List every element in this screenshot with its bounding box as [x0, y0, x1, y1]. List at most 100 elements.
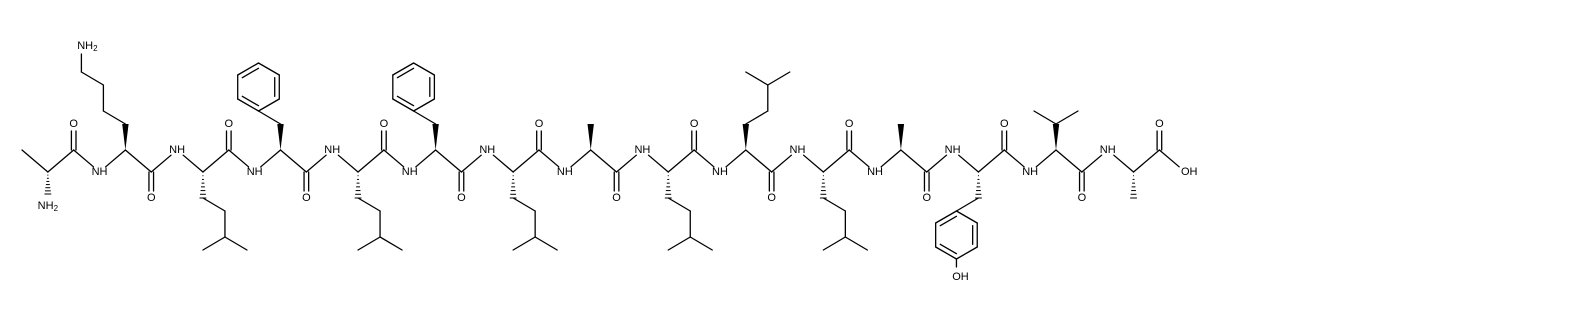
sidechain-leu — [202, 236, 226, 251]
carbonyl-o-label: O — [535, 118, 544, 130]
amide-nh-label: NH — [169, 144, 185, 156]
wedge-bond — [432, 124, 439, 150]
backbone-bond — [73, 149, 95, 168]
carbonyl-o-label: O — [612, 192, 621, 204]
carbonyl-o-label: O — [380, 118, 389, 130]
sidechain-val — [1055, 110, 1079, 125]
backbone — [21, 53, 1180, 268]
benzene-ring — [237, 62, 260, 76]
backbone-bond — [434, 149, 463, 173]
backbone-bond — [647, 154, 669, 173]
backbone-bond — [357, 149, 385, 173]
wedge-bond — [122, 124, 129, 150]
backbone-bond — [1003, 149, 1025, 168]
sidechain-leu — [844, 236, 868, 251]
carbonyl-o-label: O — [147, 192, 156, 204]
backbone-bond — [124, 149, 152, 173]
sidechain-leu — [512, 197, 536, 212]
sidechain-leu — [767, 71, 791, 86]
sidechain-leu — [512, 236, 536, 251]
sidechain-leu — [745, 110, 769, 125]
backbone-bond — [900, 149, 928, 173]
sidechain-phe — [257, 110, 282, 125]
acid-oh-label: OH — [1181, 166, 1198, 178]
benzene-ring — [392, 62, 415, 76]
n-terminal-nh2-label: NH2 — [38, 200, 59, 213]
amide-nh-label: NH — [945, 144, 961, 156]
benzene-ring — [396, 67, 415, 79]
sidechain-leu — [357, 197, 381, 212]
amide-nh-label: NH — [1022, 166, 1038, 178]
benzene-ring — [241, 67, 260, 79]
backbone-bond — [492, 154, 514, 173]
sidechain-leu — [822, 236, 846, 251]
backbone-bond — [104, 149, 127, 168]
backbone-bond — [590, 149, 618, 173]
wedge-bond — [742, 124, 749, 150]
backbone-bond — [460, 154, 482, 173]
carbonyl-o-label: O — [457, 192, 466, 204]
amide-nh-label: NH — [634, 144, 650, 156]
benzene-ring — [955, 246, 978, 260]
wedge-bond — [587, 124, 594, 150]
benzene-ring — [241, 95, 260, 107]
sidechain-leu — [689, 236, 713, 251]
hash-bond — [44, 174, 52, 195]
benzene-ring — [257, 98, 280, 112]
backbone-bond — [305, 154, 327, 173]
sidechain-leu — [379, 236, 403, 251]
sidechain-tyr — [955, 197, 980, 212]
backbone-bond — [512, 149, 540, 173]
carbonyl-o-label: O — [69, 118, 78, 130]
carbonyl-o-label: O — [767, 192, 776, 204]
atom-labels: ONHONHONHONHONHONHONHONHONHONHONHONHONHO… — [38, 40, 1198, 283]
backbone-bond — [693, 149, 715, 168]
backbone-bond — [958, 154, 980, 173]
carbonyl-o-label: O — [1000, 118, 1009, 130]
backbone-bond — [1158, 149, 1180, 168]
carbonyl-o-label: O — [845, 118, 854, 130]
backbone-bond — [725, 149, 747, 168]
benzene-ring — [935, 246, 958, 260]
backbone-bond — [667, 149, 695, 173]
benzene-ring — [237, 98, 260, 112]
benzene-ring — [939, 215, 958, 227]
lysine-nh2-label: NH2 — [77, 40, 98, 53]
backbone-bond — [21, 149, 49, 173]
backbone-bond — [615, 154, 637, 173]
sidechain-leu — [202, 197, 226, 212]
benzene-ring — [939, 243, 958, 255]
carbonyl-o-label: O — [302, 192, 311, 204]
backbone-bond — [1132, 149, 1161, 173]
carbonyl-o-label: O — [922, 192, 931, 204]
backbone-bond — [337, 154, 359, 173]
backbone-bond — [848, 149, 870, 168]
sidechain-phe — [412, 110, 437, 125]
backbone-bond — [182, 154, 204, 173]
backbone-bond — [802, 154, 824, 173]
amide-nh-label: NH — [557, 166, 573, 178]
amide-nh-label: NH — [1100, 144, 1116, 156]
backbone-bond — [279, 149, 308, 173]
sidechain-leu — [745, 71, 769, 86]
backbone-bond — [383, 149, 405, 168]
backbone-bond — [1055, 149, 1083, 173]
sidechain-leu — [534, 236, 558, 251]
amide-nh-label: NH — [712, 166, 728, 178]
benzene-ring — [392, 98, 415, 112]
hash-bond — [199, 175, 207, 199]
hash-bond — [1130, 175, 1137, 199]
amide-nh-label: NH — [247, 166, 263, 178]
backbone-bond — [47, 149, 75, 173]
backbone-bond — [1081, 154, 1103, 173]
backbone-bond — [260, 149, 282, 168]
carbonyl-o-label: O — [1155, 118, 1164, 130]
backbone-bond — [150, 154, 172, 173]
backbone-bond — [538, 149, 560, 168]
benzene-ring — [955, 210, 978, 224]
amide-nh-label: NH — [402, 166, 418, 178]
benzene-ring — [935, 210, 958, 224]
wedge-bond — [897, 124, 905, 150]
amide-nh-label: NH — [479, 144, 495, 156]
